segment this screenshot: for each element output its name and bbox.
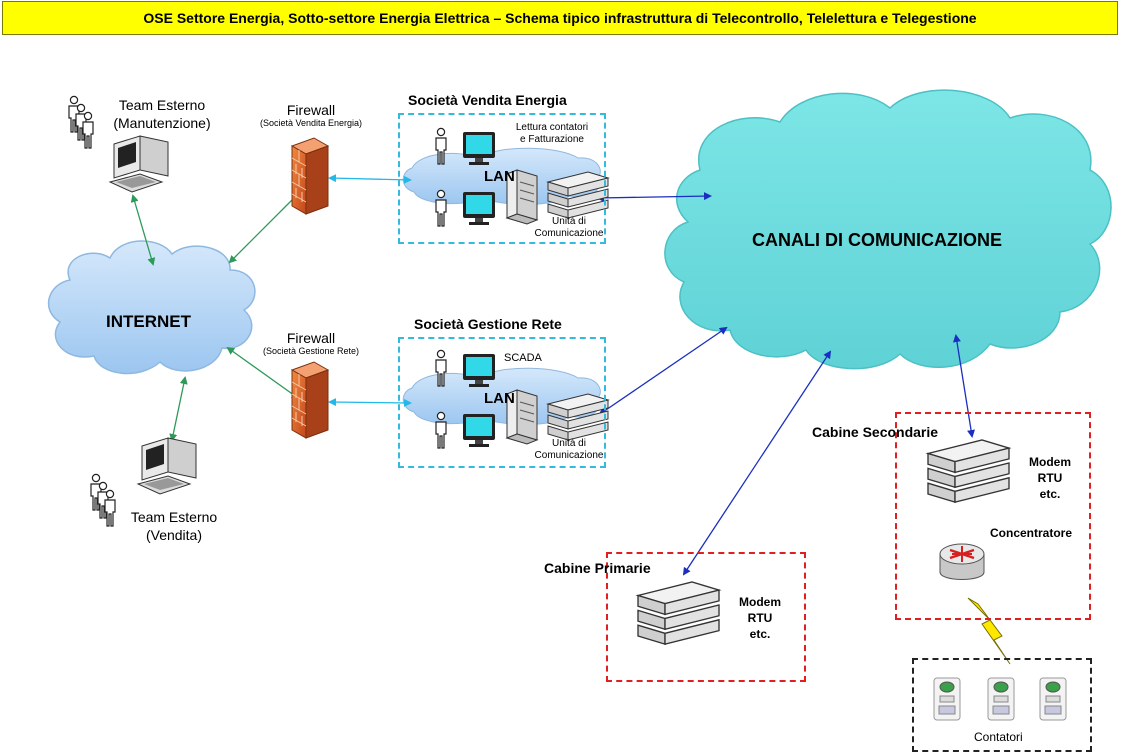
firewall-rete-title: Firewall xyxy=(286,330,336,346)
vendita-unit-line2: Comunicazione xyxy=(534,228,604,239)
cabine-secondarie-devices: Modem RTU etc. xyxy=(1020,454,1080,502)
contatori-box xyxy=(912,658,1092,752)
rete-unit-label: Unità di Comunicazione xyxy=(524,438,614,462)
rete-app-label: SCADA xyxy=(504,352,542,364)
primarie-device-3: etc. xyxy=(749,627,771,641)
arrow-primarie-canali xyxy=(682,350,832,576)
firewall-vendita-icon xyxy=(291,137,329,215)
team-vendita-pc-icon xyxy=(137,437,197,495)
rete-box xyxy=(398,337,606,468)
vendita-title: Società Vendita Energia xyxy=(408,92,567,108)
firewall-vendita-sub: (Società Vendita Energia) xyxy=(259,118,363,128)
canali-label: CANALI DI COMUNICAZIONE xyxy=(752,230,1002,250)
cabine-secondarie-box xyxy=(895,412,1091,620)
arrow-internet-firewall-rete xyxy=(226,346,300,400)
team-manutenzione-label: Team Esterno (Manutenzione) xyxy=(100,96,224,132)
contatori-label: Contatori xyxy=(974,730,1023,744)
arrow-rete-canali xyxy=(598,326,728,416)
vendita-box xyxy=(398,113,606,244)
rete-title: Società Gestione Rete xyxy=(414,316,562,332)
team-vendita-label: Team Esterno (Vendita) xyxy=(124,508,224,544)
internet-label: INTERNET xyxy=(106,312,191,331)
secondarie-device-2: RTU xyxy=(1037,471,1063,485)
secondarie-device-3: etc. xyxy=(1039,487,1061,501)
diagram-title: OSE Settore Energia, Sotto-settore Energ… xyxy=(2,1,1118,35)
cabine-primarie-box xyxy=(606,552,806,682)
team-manutenzione-pc-icon xyxy=(109,135,169,193)
team-manutenzione-line1: Team Esterno xyxy=(118,97,206,113)
vendita-app-line2: e Fatturazione xyxy=(520,134,584,145)
vendita-app-line1: Lettura contatori xyxy=(515,122,589,133)
arrow-firewall-lan-vendita xyxy=(328,174,412,184)
rete-unit-line2: Comunicazione xyxy=(534,450,604,461)
firewall-rete-sub: (Società Gestione Rete) xyxy=(262,346,360,356)
firewall-vendita-title: Firewall xyxy=(286,102,336,118)
firewall-rete-label: Firewall (Società Gestione Rete) xyxy=(240,330,382,356)
vendita-lan-label: LAN xyxy=(484,168,515,185)
arrow-internet-team-vendita xyxy=(169,376,188,442)
team-manutenzione-line2: (Manutenzione) xyxy=(113,115,211,131)
vendita-unit-label: Unità di Comunicazione xyxy=(524,216,614,240)
primarie-device-2: RTU xyxy=(747,611,773,625)
arrow-secondarie-canali xyxy=(952,334,976,438)
vendita-unit-line1: Unità di xyxy=(552,216,586,227)
team-vendita-line2: (Vendita) xyxy=(145,527,203,543)
team-manutenzione-people-icon xyxy=(69,96,93,148)
arrow-vendita-canali xyxy=(596,192,712,202)
wireless-link-icon xyxy=(967,597,1011,665)
firewall-vendita-label: Firewall (Società Vendita Energia) xyxy=(240,102,382,128)
rete-lan-label: LAN xyxy=(484,390,515,407)
arrows xyxy=(130,174,976,576)
team-vendita-people-icon xyxy=(91,474,115,526)
cabine-primarie-devices: Modem RTU etc. xyxy=(730,594,790,642)
arrow-internet-firewall-vendita xyxy=(228,188,304,264)
rete-unit-line1: Unità di xyxy=(552,438,586,449)
firewall-rete-icon xyxy=(291,361,329,439)
arrow-team-manutenzione-internet xyxy=(130,194,156,266)
vendita-app-label: Lettura contatori e Fatturazione xyxy=(498,122,606,146)
secondarie-device-1: Modem xyxy=(1029,455,1071,469)
cabine-primarie-title: Cabine Primarie xyxy=(544,560,651,576)
arrow-firewall-lan-rete xyxy=(328,398,412,407)
canali-cloud xyxy=(664,89,1112,370)
concentratore-router-icon xyxy=(939,543,985,580)
cabine-secondarie-title: Cabine Secondarie xyxy=(812,424,939,440)
primarie-device-1: Modem xyxy=(739,595,781,609)
concentratore-label: Concentratore xyxy=(990,526,1073,540)
team-vendita-line1: Team Esterno xyxy=(130,509,218,525)
